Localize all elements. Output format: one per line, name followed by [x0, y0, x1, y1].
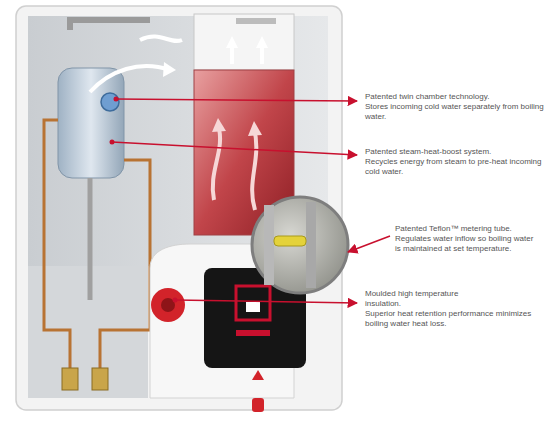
callout-text: Recycles energy from steam to pre-heat i… [365, 157, 545, 177]
copper-pipe [44, 120, 70, 370]
tap-lever [236, 330, 270, 336]
pipe [88, 178, 93, 300]
callout-text: Regulates water inflow so boiling water … [395, 234, 535, 254]
steam-arrow [252, 128, 256, 210]
cold-chamber [194, 14, 294, 70]
red-knob [151, 288, 185, 322]
flow-arrow [140, 36, 182, 41]
callout-heading: Moulded high temperature insulation. [365, 289, 475, 309]
cold-tank [58, 68, 124, 178]
pipe [264, 205, 274, 285]
brass-fitting [92, 368, 108, 390]
vent [236, 18, 276, 24]
steam-arrow [212, 118, 226, 132]
tap-lever [246, 302, 260, 312]
callout-text: Superior heat retention performance mini… [365, 309, 545, 329]
steam-arrow [226, 36, 238, 48]
leader-arrow [175, 300, 357, 303]
callout-heading: Patented Teflon™ metering tube. [395, 224, 545, 234]
callout-text: Stores incoming cold water separately fr… [365, 102, 545, 122]
leader-arrow [116, 99, 357, 101]
coil [70, 20, 150, 30]
steam-arrow [256, 36, 268, 48]
callout-heading: Patented steam-heat-boost system. [365, 147, 545, 157]
flow-arrow [163, 62, 176, 77]
tap-lever [236, 286, 270, 320]
valve [101, 93, 119, 111]
steam-arrow [213, 125, 220, 200]
spout-tip [252, 398, 264, 412]
leader-arrow [112, 142, 357, 155]
copper-pipe [100, 160, 150, 370]
callout-heading: Patented twin chamber technology. [365, 92, 545, 102]
metering-tube [274, 236, 306, 246]
leader-arrow [348, 236, 390, 252]
brass-fitting [62, 368, 78, 390]
warning-triangle [252, 370, 264, 380]
flow-arrow [90, 66, 170, 92]
steam-arrow [248, 121, 262, 136]
pipe [306, 202, 316, 288]
magnifier [252, 197, 348, 293]
